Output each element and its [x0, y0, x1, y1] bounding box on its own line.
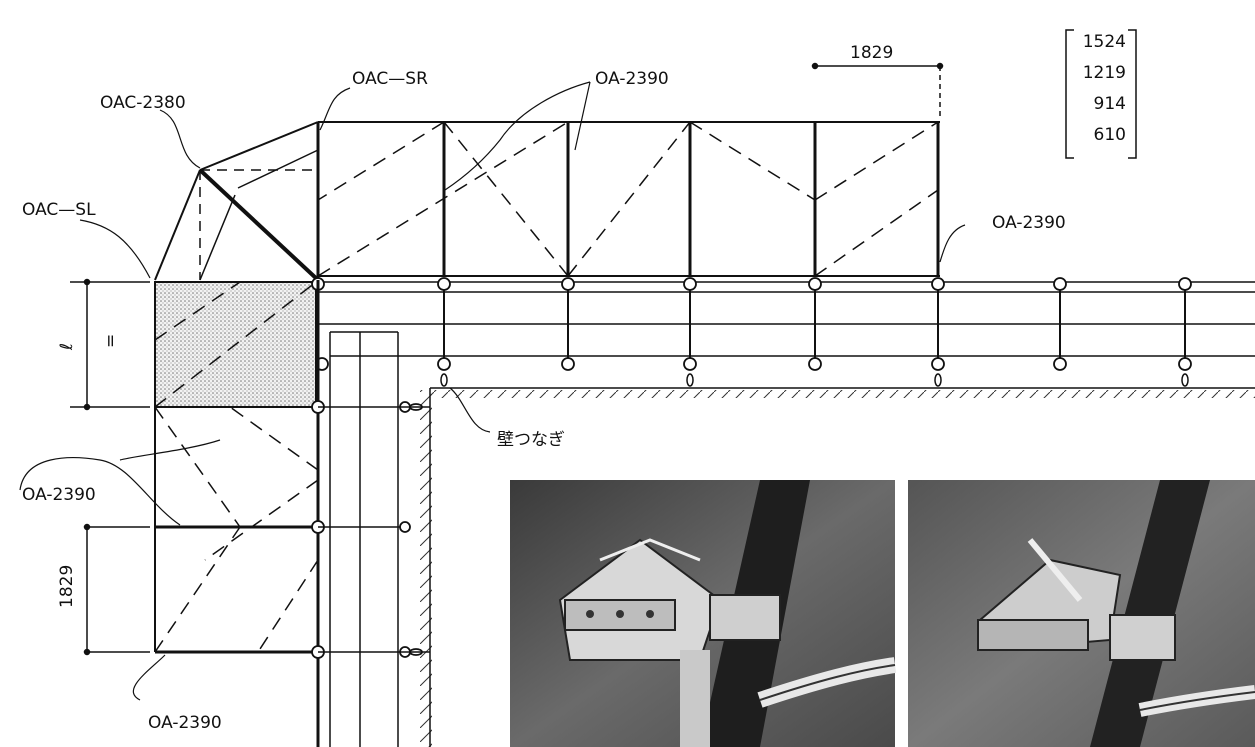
- dim-eq: =: [101, 334, 121, 348]
- label-oa-2390-top: OA-2390: [595, 69, 669, 89]
- left-couplers: [311, 400, 423, 659]
- left-truss: [154, 406, 319, 654]
- bracket-photo-right: [908, 480, 1255, 747]
- wall: [420, 387, 1255, 747]
- dimension-lines: [70, 62, 944, 656]
- dim-ell: ℓ: [57, 343, 77, 351]
- standard-posts: [443, 282, 1186, 370]
- tie-loops-top: [440, 373, 1189, 387]
- dim-left-1829: 1829: [57, 565, 77, 608]
- bracket-photo-left: [510, 480, 897, 747]
- label-oac-2380: OAC-2380: [100, 93, 186, 113]
- width-option: 610: [1094, 125, 1126, 145]
- width-options: 1524 1219 914 610: [1083, 32, 1126, 145]
- coupler-circles: [311, 277, 1192, 371]
- width-options-bracket: [1065, 29, 1137, 159]
- label-wall-tie: 壁つなぎ: [497, 430, 565, 450]
- width-option: 914: [1094, 94, 1126, 114]
- vertical-column: [316, 280, 399, 747]
- label-oac-sr: OAC—SR: [352, 69, 428, 89]
- corner-bracket-frame: [154, 121, 320, 282]
- top-truss: [316, 121, 940, 410]
- label-oac-sl: OAC—SL: [22, 200, 96, 220]
- label-oa-2390-left: OA-2390: [22, 485, 96, 505]
- leader-lines: [19, 81, 966, 701]
- width-option: 1219: [1083, 63, 1126, 83]
- width-option: 1524: [1083, 32, 1126, 52]
- label-oa-2390-bottom: OA-2390: [148, 713, 222, 733]
- dim-top-1829: 1829: [850, 43, 893, 63]
- horizontal-rails: [155, 281, 1255, 357]
- label-oa-2390-right: OA-2390: [992, 213, 1066, 233]
